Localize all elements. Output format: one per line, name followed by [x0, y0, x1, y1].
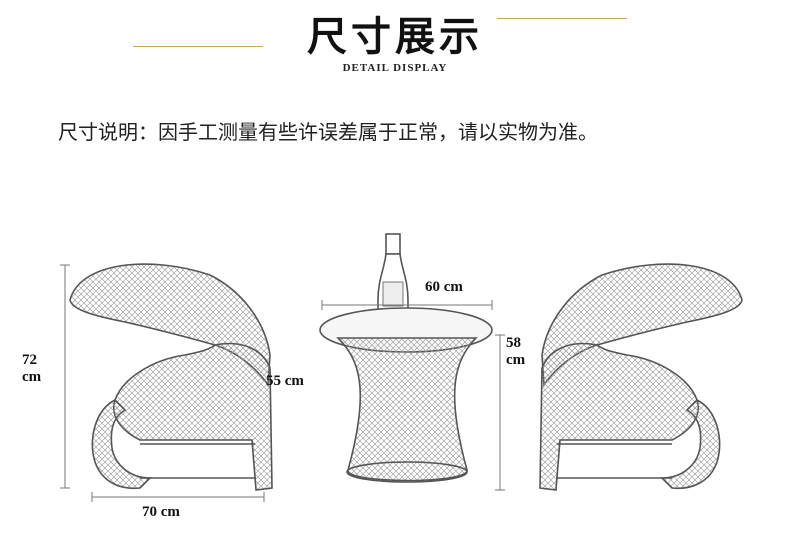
table-height-unit: cm: [506, 352, 526, 368]
table-height-label: 58 cm: [506, 335, 525, 369]
dimension-lines: [60, 264, 505, 502]
chair-depth-label: 55 cm: [266, 373, 304, 389]
right-chair-drawing: [539, 263, 743, 491]
size-note: 尺寸说明：因手工测量有些许误差属于正常，请以实物为准。: [58, 120, 598, 144]
chair-height-label: 72 cm: [22, 352, 41, 386]
table-drawing: [319, 233, 493, 483]
table-height-value: 58: [506, 335, 521, 351]
chair-width-label: 70 cm: [142, 504, 180, 520]
page-title: 尺寸展示: [307, 13, 483, 60]
chair-height-value: 72: [22, 352, 37, 368]
chair-height-unit: cm: [22, 369, 42, 385]
page-subtitle: DETAIL DISPLAY: [342, 62, 448, 74]
table-diameter-label: 60 cm: [425, 279, 463, 295]
title-rule-right: [497, 18, 627, 19]
left-chair-drawing: [69, 263, 273, 491]
title-rule-left: [133, 46, 263, 47]
